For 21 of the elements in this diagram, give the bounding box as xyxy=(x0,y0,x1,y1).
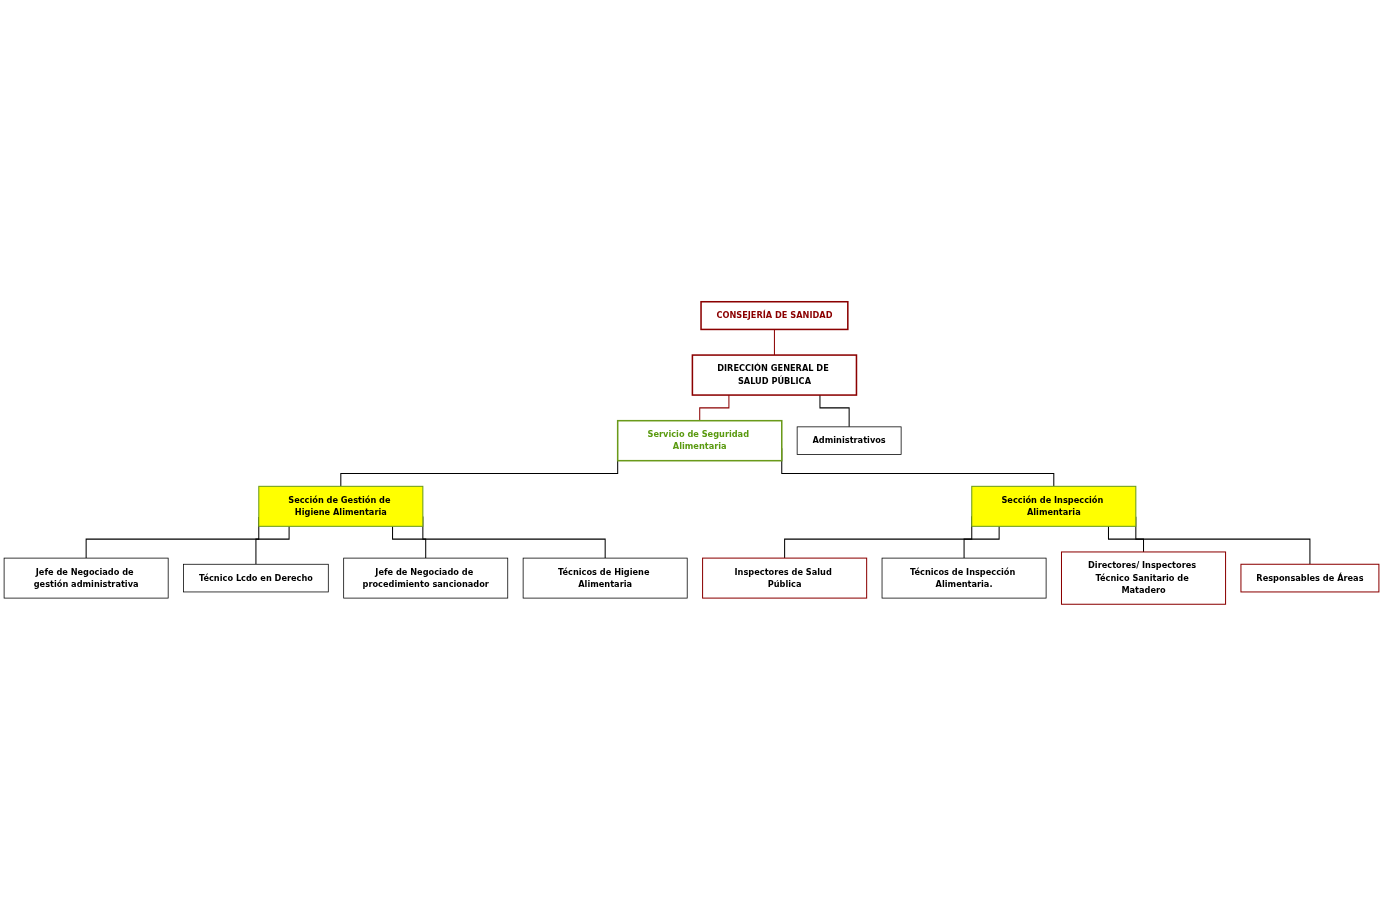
node-box: Jefe de Negociado de procedimiento sancionador xyxy=(343,557,509,599)
connector xyxy=(255,525,290,565)
connector xyxy=(773,328,775,356)
node-box: Técnicos de Higiene Alimentaria xyxy=(522,557,688,599)
node-box: Jefe de Negociado de gestión administrativa xyxy=(3,557,169,599)
node-box: Técnicos de Inspección Alimentaria. xyxy=(881,557,1047,599)
node-box: Responsables de Áreas xyxy=(1240,563,1380,593)
node-box: Sección de Inspección Alimentaria xyxy=(971,485,1137,527)
connector xyxy=(392,525,427,559)
node-box: Técnico Lcdo en Derecho xyxy=(183,563,329,593)
connector xyxy=(1107,525,1145,553)
node-box: Administrativos xyxy=(796,426,902,455)
node-box: CONSEJERÍA DE SANIDAD xyxy=(700,301,849,331)
node-box: Servicio de Seguridad Alimentaria xyxy=(616,419,783,462)
connector xyxy=(819,394,850,428)
node-box: DIRECCIÓN GENERAL DE SALUD PÚBLICA xyxy=(691,354,858,396)
node-box: Directores/ Inspectores Técnico Sanitario de Matadero xyxy=(1060,551,1227,605)
connector xyxy=(699,394,730,422)
connector xyxy=(963,525,1000,559)
node-box: Inspectores de Salud Pública xyxy=(702,557,868,599)
node-box: Sección de Gestión de Higiene Alimentaria xyxy=(258,485,424,527)
